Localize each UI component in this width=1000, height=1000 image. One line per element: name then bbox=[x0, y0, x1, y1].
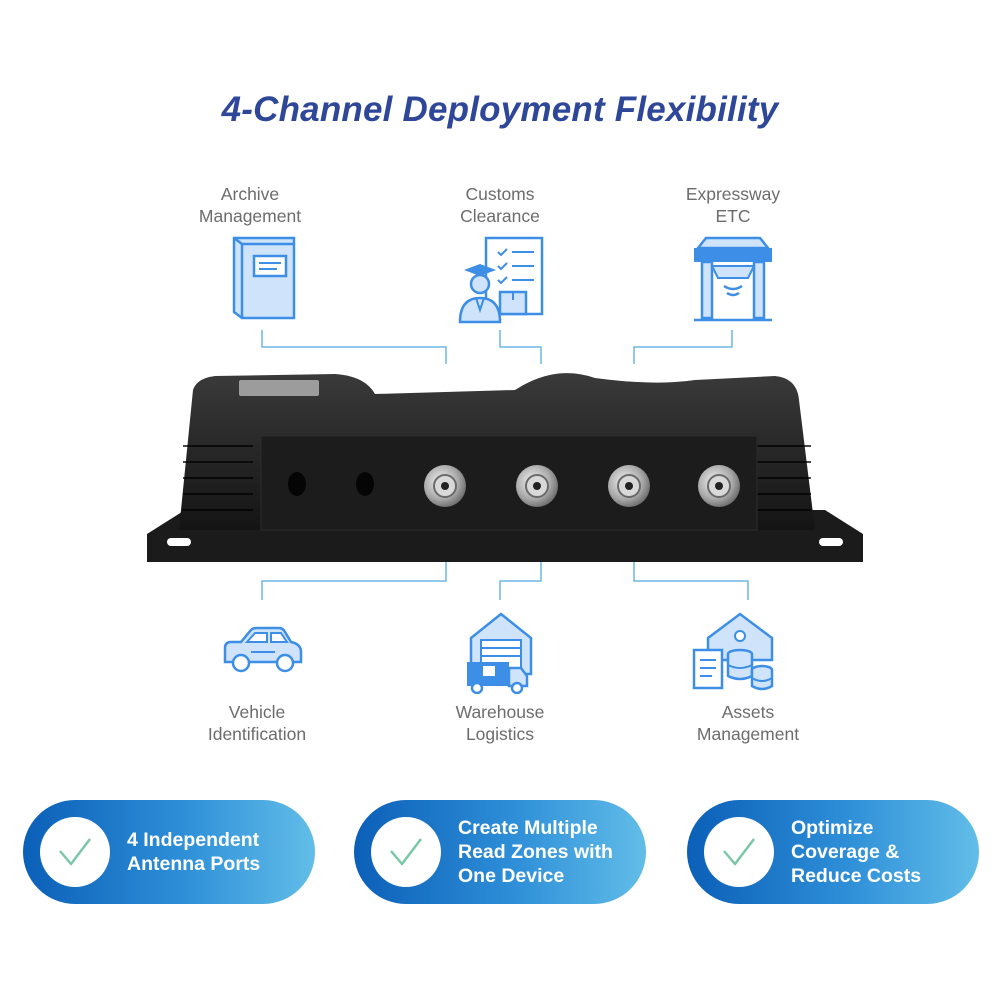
label-line: ETC bbox=[715, 206, 751, 226]
feature-text: 4 Independent Antenna Ports bbox=[127, 800, 312, 904]
checkmark-icon bbox=[723, 838, 755, 866]
label-vehicle-identification: Vehicle Identification bbox=[157, 701, 357, 745]
rfid-reader-device bbox=[147, 373, 863, 562]
label-customs-clearance: Customs Clearance bbox=[400, 183, 600, 227]
label-line: Management bbox=[696, 724, 800, 744]
feature-line: Reduce Costs bbox=[791, 865, 922, 887]
feature-pill-optimize-coverage: Optimize Coverage & Reduce Costs bbox=[687, 800, 979, 904]
feature-line: Coverage & bbox=[791, 841, 900, 863]
label-line: Archive bbox=[220, 184, 280, 204]
car-icon bbox=[223, 626, 303, 673]
label-expressway-etc: Expressway ETC bbox=[633, 183, 833, 227]
toll-gate-icon bbox=[694, 236, 772, 322]
label-line: Clearance bbox=[460, 206, 540, 226]
check-badge bbox=[371, 817, 441, 887]
customs-officer-checklist-icon bbox=[458, 236, 544, 324]
label-line: Management bbox=[198, 206, 302, 226]
label-warehouse-logistics: Warehouse Logistics bbox=[400, 701, 600, 745]
page-title: 4-Channel Deployment Flexibility bbox=[221, 90, 779, 129]
feature-line: Create Multiple bbox=[458, 817, 598, 839]
feature-text: Create Multiple Read Zones with One Devi… bbox=[458, 800, 643, 904]
feature-text: Optimize Coverage & Reduce Costs bbox=[791, 800, 976, 904]
label-line: Customs bbox=[465, 184, 535, 204]
label-archive-management: Archive Management bbox=[150, 183, 350, 227]
feature-line: Optimize bbox=[791, 817, 874, 839]
warehouse-truck-icon bbox=[467, 612, 533, 694]
label-line: Warehouse bbox=[455, 702, 545, 722]
checkmark-icon bbox=[59, 838, 91, 866]
check-badge bbox=[40, 817, 110, 887]
label-line: Identification bbox=[207, 724, 307, 744]
check-badge bbox=[704, 817, 774, 887]
assets-database-icon bbox=[692, 612, 774, 691]
checkmark-icon bbox=[390, 838, 422, 866]
feature-line: Read Zones with bbox=[458, 841, 613, 863]
feature-line: Antenna Ports bbox=[127, 853, 261, 875]
feature-line: 4 Independent bbox=[127, 829, 260, 851]
label-line: Vehicle bbox=[228, 702, 286, 722]
label-line: Logistics bbox=[465, 724, 535, 744]
feature-pill-antenna-ports: 4 Independent Antenna Ports bbox=[23, 800, 315, 904]
label-line: Expressway bbox=[685, 184, 781, 204]
feature-line: One Device bbox=[458, 865, 565, 887]
feature-pill-read-zones: Create Multiple Read Zones with One Devi… bbox=[354, 800, 646, 904]
archive-book-icon bbox=[232, 236, 296, 320]
label-assets-management: Assets Management bbox=[648, 701, 848, 745]
label-line: Assets bbox=[721, 702, 775, 722]
